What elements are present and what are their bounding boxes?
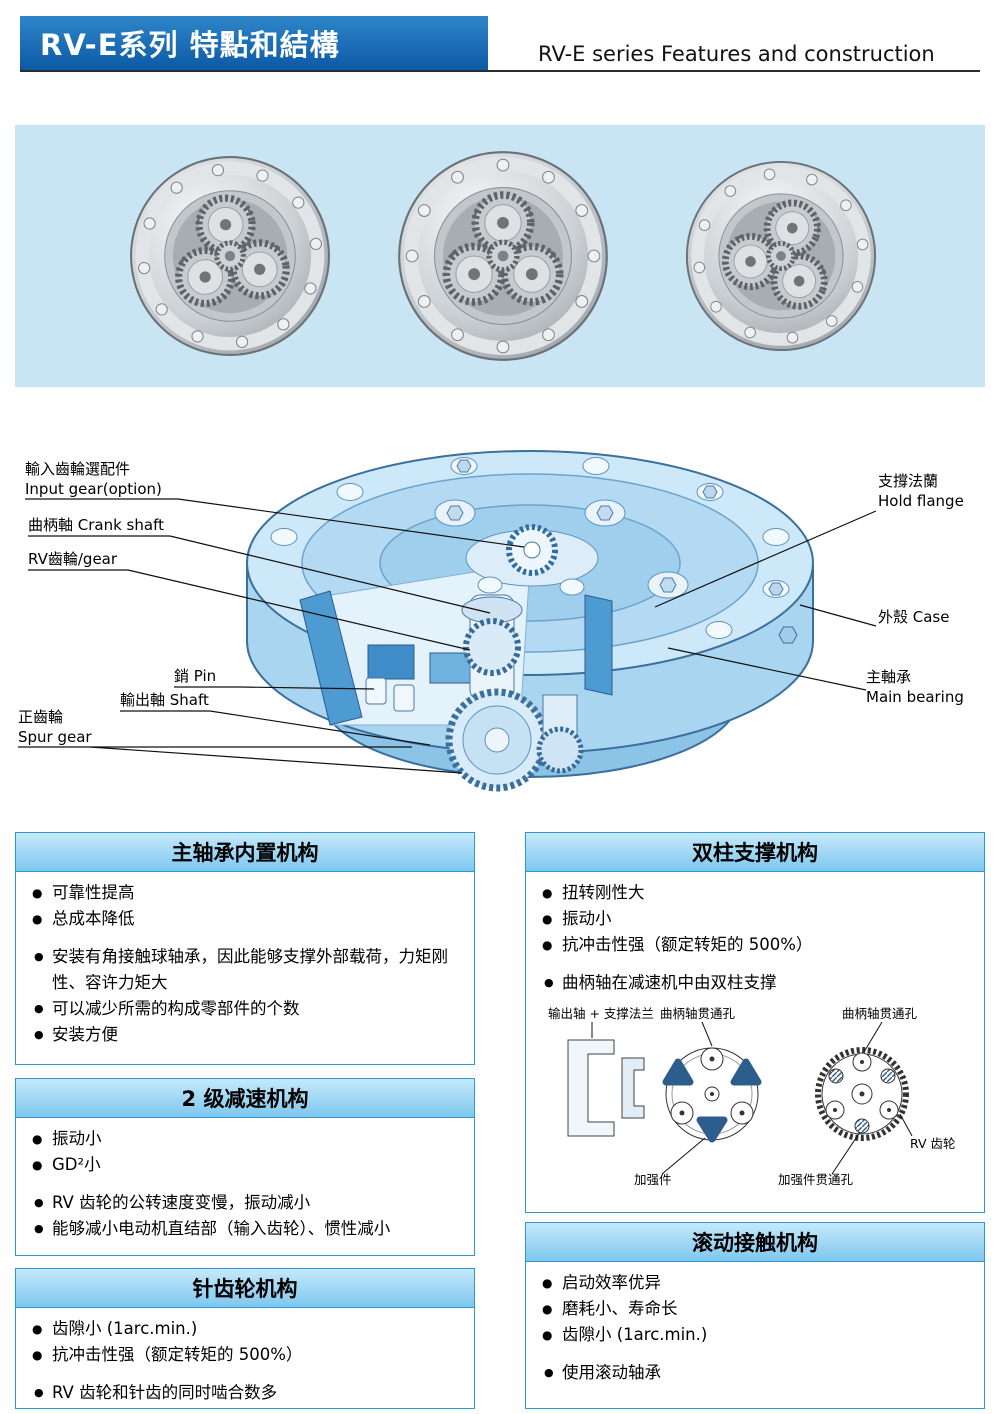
section-title: 主轴承内置机构 [16,833,474,872]
page-title-banner: RV-E系列 特點和結構 [20,16,488,70]
reducer-cutaway-art [246,450,814,792]
mini-label-output-shaft-flange: 输出轴 + 支撑法兰 [548,1006,654,1021]
list-item: 可靠性提高 [32,880,462,906]
gear-photo-3 [659,134,904,379]
list-item: GD²小 [32,1152,462,1178]
section-pin-gear-mechanism: 针齿轮机构 齿隙小 (1arc.min.) 抗冲击性强（额定转矩的 500%） … [15,1268,475,1409]
section-main-bearing-mechanism: 主轴承内置机构 可靠性提高 总成本降低 安装有角接触球轴承，因此能够支撑外部载荷… [15,832,475,1065]
section-rolling-contact-mechanism: 滚动接触机构 启动效率优异 磨耗小、寿命长 齿隙小 (1arc.min.) 使用… [525,1222,985,1409]
list-item: 安装方便 [32,1022,462,1048]
mini-label-reinforcement-hole: 加强件贯通孔 [778,1172,854,1187]
list-item: 齿隙小 (1arc.min.) [542,1322,972,1348]
label-pin: 銷 Pin [174,667,217,685]
section-title: 2 级减速机构 [16,1079,474,1118]
page-title-english: RV-E series Features and construction [538,42,935,66]
product-photo-panel [15,125,985,387]
section-double-column-support: 双柱支撑机构 扭转刚性大 振动小 抗冲击性强（额定转矩的 500%） 曲柄轴在减… [525,832,985,1213]
mini-label-crank-hole-right: 曲柄轴贯通孔 [842,1006,918,1021]
cutaway-illustration [18,450,877,792]
label-crank-shaft: 曲柄軸 Crank shaft [28,516,164,534]
section-title: 滚动接触机构 [526,1223,984,1262]
label-input-gear: 輸入齒輪選配件 Input gear(option) [25,460,162,498]
callout-lines [18,498,877,774]
page-title: RV-E系列 特點和結構 [40,28,340,62]
cutaway-diagram-section: 輸入齒輪選配件 Input gear(option) 曲柄軸 Crank sha… [0,395,1000,832]
crank-support-mini-diagram: 输出轴 + 支撑法兰 曲柄轴贯通孔 曲柄轴贯通孔 加强件 加强件贯通孔 RV 齿… [548,1006,956,1187]
list-item: 总成本降低 [32,906,462,932]
mini-label-reinforcement: 加强件 [634,1172,672,1187]
list-item: 安装有角接触球轴承，因此能够支撑外部载荷，力矩刚性、容许力矩大 [32,944,462,996]
list-item: 曲柄轴在减速机中由双柱支撑 [542,970,972,996]
list-item: 抗冲击性强（额定转矩的 500%） [542,932,972,958]
gear-unit-photos [15,125,985,387]
list-item: RV 齿轮和针齿的同时啮合数多 [32,1380,462,1406]
shaft-cross-section-art [567,1039,645,1137]
mini-callout-lines [591,1021,913,1175]
list-item: 使用滚动轴承 [542,1360,972,1386]
list-item: 启动效率优异 [542,1270,972,1296]
list-item: 磨耗小、寿命长 [542,1296,972,1322]
list-item: 抗冲击性强（额定转矩的 500%） [32,1342,462,1368]
rv-gear-disc-art [815,1047,909,1141]
list-item: 振动小 [542,906,972,932]
list-item: 齿隙小 (1arc.min.) [32,1316,462,1342]
gear-photo-1 [118,144,341,367]
section-title: 双柱支撑机构 [526,833,984,872]
section-two-stage-reduction: 2 级减速机构 振动小 GD²小 RV 齿轮的公转速度变慢，振动减小 能够减小电… [15,1078,475,1256]
list-item: RV 齿轮的公转速度变慢，振动减小 [32,1190,462,1216]
label-main-bearing: 主軸承 Main bearing [866,668,964,706]
label-hold-flange: 支撐法蘭 Hold flange [878,472,964,510]
section-title: 针齿轮机构 [16,1269,474,1308]
list-item: 扭转刚性大 [542,880,972,906]
list-item: 可以减少所需的构成零部件的个数 [32,996,462,1022]
gear-photo-2 [399,152,607,360]
label-output-shaft: 輸出軸 Shaft [120,691,209,709]
list-item: 振动小 [32,1126,462,1152]
header-divider [20,70,980,72]
flange-disc-art [662,1047,762,1143]
list-item: 能够减小电动机直结部（输入齿轮）、惯性减小 [32,1216,462,1242]
label-spur-gear: 正齒輪 Spur gear [18,708,92,746]
label-case: 外殼 Case [878,608,950,626]
mini-label-crank-hole-left: 曲柄轴贯通孔 [660,1006,736,1021]
label-rv-gear: RV齒輪/gear [28,550,118,568]
mini-label-rv-gear: RV 齿轮 [910,1136,956,1151]
